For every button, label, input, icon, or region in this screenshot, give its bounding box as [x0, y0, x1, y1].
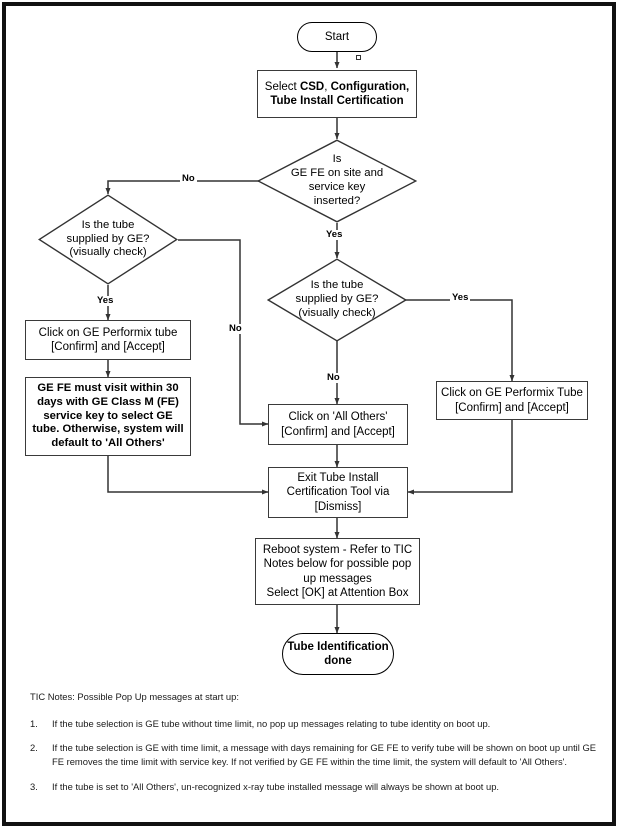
- connector-group: [105, 52, 515, 634]
- tic-notes: TIC Notes: Possible Pop Up messages at s…: [30, 690, 598, 804]
- node-decision-tube-left[interactable]: Is the tube supplied by GE? (visually ch…: [37, 194, 179, 285]
- tic-note-text: If the tube selection is GE with time li…: [52, 742, 596, 767]
- tic-note-item: 2. If the tube selection is GE with time…: [30, 741, 598, 768]
- node-click-performix-left[interactable]: Click on GE Performix tube [Confirm] and…: [25, 320, 191, 360]
- tic-note-text: If the tube selection is GE tube without…: [52, 717, 491, 729]
- tic-note-number: 2.: [30, 742, 38, 754]
- tic-note-item: 1. If the tube selection is GE tube with…: [30, 717, 598, 731]
- edge-right-yes-to-performix-right: [400, 299, 515, 382]
- edge-warning-to-exit: [107, 456, 269, 495]
- decision-fe-shape: [256, 139, 418, 223]
- node-click-all-others-label: Click on 'All Others' [Confirm] and [Acc…: [281, 411, 395, 438]
- decoration-square-marker: [356, 55, 361, 60]
- decision-tube-right-shape: [266, 258, 408, 342]
- node-click-performix-right[interactable]: Click on GE Performix Tube [Confirm] and…: [436, 381, 588, 420]
- node-reboot[interactable]: Reboot system - Refer to TIC Notes below…: [255, 538, 420, 605]
- node-end-label: Tube Identification done: [287, 640, 389, 667]
- edge-left-no-to-all-others: [178, 239, 269, 427]
- tic-note-item: 3. If the tube is set to 'All Others', u…: [30, 780, 598, 794]
- node-ge-fe-warning[interactable]: GE FE must visit within 30 days with GE …: [25, 377, 191, 456]
- node-exit-tool-label: Exit Tube Install Certification Tool via…: [286, 472, 390, 513]
- tic-note-number: 1.: [30, 717, 38, 729]
- edge-label-left-yes: Yes: [95, 295, 116, 306]
- node-decision-fe-label: Is GE FE on site and service key inserte…: [290, 153, 384, 207]
- node-exit-tool[interactable]: Exit Tube Install Certification Tool via…: [268, 467, 408, 518]
- node-click-performix-right-label: Click on GE Performix Tube [Confirm] and…: [441, 387, 583, 414]
- node-start-label: Start: [324, 30, 350, 43]
- tic-notes-heading: TIC Notes: Possible Pop Up messages at s…: [30, 691, 239, 702]
- node-click-all-others[interactable]: Click on 'All Others' [Confirm] and [Acc…: [268, 404, 408, 445]
- decision-tube-left-shape: [37, 194, 179, 285]
- edge-label-right-no: No: [325, 372, 342, 383]
- node-reboot-label: Reboot system - Refer to TIC Notes below…: [262, 544, 413, 599]
- tic-note-number: 3.: [30, 780, 38, 792]
- node-decision-tube-right[interactable]: Is the tube supplied by GE? (visually ch…: [266, 258, 408, 342]
- node-click-performix-left-label: Click on GE Performix tube [Confirm] and…: [38, 326, 178, 353]
- edge-performix-right-to-exit: [407, 420, 513, 495]
- node-decision-tube-right-label: Is the tube supplied by GE? (visually ch…: [295, 279, 379, 319]
- edge-label-left-no: No: [227, 323, 244, 334]
- edge-label-right-yes: Yes: [450, 292, 471, 303]
- node-decision-tube-left-label: Is the tube supplied by GE? (visually ch…: [66, 218, 150, 259]
- edge-label-fe-yes: Yes: [324, 229, 345, 240]
- edge-fe-no-to-left-diamond: [105, 180, 274, 195]
- node-end[interactable]: Tube Identification done: [282, 633, 394, 675]
- node-select-menu-label: Select CSD, Configuration, Tube Install …: [264, 80, 410, 107]
- node-start[interactable]: Start: [297, 22, 377, 52]
- tic-note-text: If the tube is set to 'All Others', un-r…: [52, 780, 500, 792]
- node-select-menu[interactable]: Select CSD, Configuration, Tube Install …: [257, 70, 417, 118]
- node-decision-fe[interactable]: Is GE FE on site and service key inserte…: [256, 139, 418, 223]
- edge-label-fe-no: No: [180, 173, 197, 184]
- node-ge-fe-warning-label: GE FE must visit within 30 days with GE …: [32, 382, 184, 450]
